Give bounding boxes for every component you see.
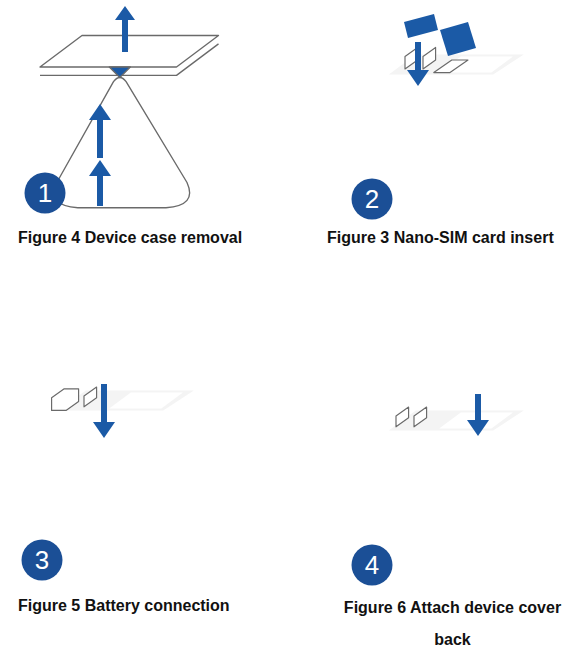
callout-number: 4 bbox=[351, 544, 393, 586]
circle-fill bbox=[352, 179, 393, 220]
arrow-down bbox=[407, 42, 429, 86]
floating-lid bbox=[376, 342, 530, 380]
device-body bbox=[48, 387, 201, 518]
callout-circle: 3 bbox=[21, 539, 63, 581]
device-open bbox=[378, 407, 531, 538]
battery-connector bbox=[52, 389, 79, 411]
circle-fill bbox=[22, 540, 63, 581]
arrow-down bbox=[93, 384, 115, 438]
device-body bbox=[378, 407, 531, 538]
pry-notch bbox=[109, 67, 130, 78]
pry-tool bbox=[54, 78, 189, 208]
callout-circle: 2 bbox=[351, 178, 393, 220]
device-open bbox=[48, 387, 201, 518]
callout-number: 3 bbox=[21, 539, 63, 581]
circle-fill bbox=[352, 545, 393, 586]
figure-caption: Figure 4 Device case removal bbox=[18, 222, 308, 254]
sim-slot bbox=[84, 387, 97, 407]
lid-seam bbox=[40, 44, 218, 75]
nano-sim bbox=[404, 14, 438, 38]
device-body bbox=[378, 51, 531, 182]
arrow-up bbox=[115, 6, 135, 52]
callout-number: 2 bbox=[351, 178, 393, 220]
figure-caption: Figure 6 Attach device cover back bbox=[330, 592, 575, 653]
device-closed bbox=[40, 36, 218, 208]
nano-sim bbox=[440, 22, 476, 56]
figure-caption: Figure 5 Battery connection bbox=[18, 590, 308, 622]
callout-number: 1 bbox=[24, 172, 66, 214]
device-lid bbox=[376, 342, 530, 380]
arrow-up bbox=[89, 104, 111, 158]
callout-circle: 4 bbox=[351, 544, 393, 586]
callout-circle: 1 bbox=[24, 172, 66, 214]
circle-fill bbox=[25, 173, 66, 214]
closed-lid bbox=[40, 36, 218, 68]
device-open bbox=[378, 47, 531, 182]
arrow-up bbox=[89, 160, 111, 206]
figure-caption: Figure 3 Nano-SIM card insert bbox=[327, 222, 585, 254]
arrow-down bbox=[467, 394, 489, 436]
sim-slot bbox=[396, 407, 427, 427]
sim-holder bbox=[434, 60, 468, 73]
